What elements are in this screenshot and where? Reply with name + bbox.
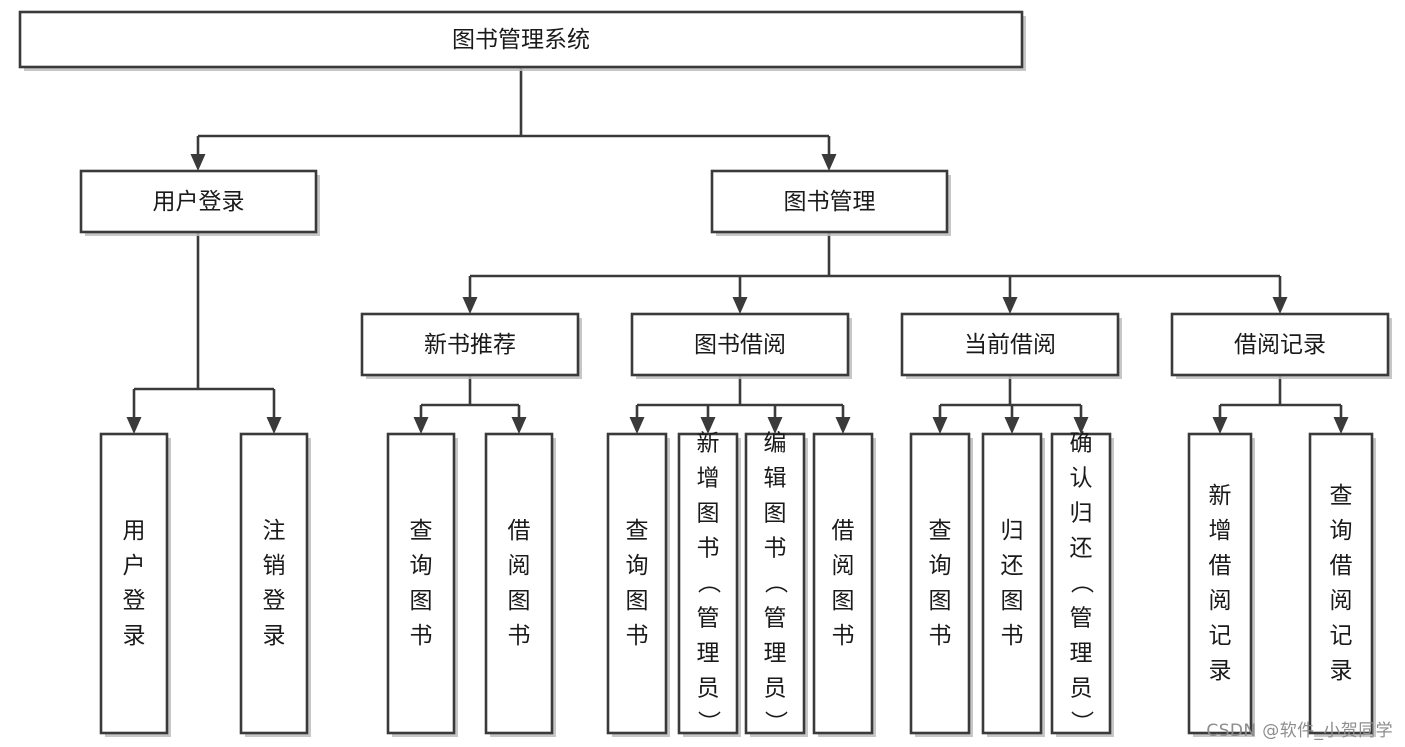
- node-leaf-query-book-current[interactable]: 查询图书: [909, 432, 973, 737]
- arrow-head-icon: [700, 417, 716, 434]
- connector-user-login-to-leaves: [126, 232, 282, 434]
- node-label: 图书借阅: [694, 332, 786, 358]
- node-leaf-add-borrow-record[interactable]: 新增借阅记录: [1187, 432, 1255, 737]
- node-rect[interactable]: [744, 432, 806, 735]
- node-layer: 图书管理系统用户登录图书管理新书推荐图书借阅当前借阅借阅记录用户登录注销登录查询…: [18, 10, 1392, 737]
- node-rect[interactable]: [677, 432, 739, 735]
- node-rect[interactable]: [1308, 432, 1374, 735]
- node-label: 查询借阅记录: [1330, 483, 1353, 684]
- node-root[interactable]: 图书管理系统: [18, 10, 1026, 71]
- node-label: 借阅图书: [508, 518, 531, 649]
- node-rect[interactable]: [981, 432, 1043, 735]
- node-new-book-recommend[interactable]: 新书推荐: [360, 312, 582, 379]
- node-rect[interactable]: [99, 432, 169, 735]
- node-label: 查询图书: [410, 518, 433, 649]
- node-current-borrow[interactable]: 当前借阅: [900, 312, 1122, 379]
- node-rect[interactable]: [909, 432, 971, 735]
- node-rect[interactable]: [79, 169, 318, 234]
- arrow-head-icon: [462, 297, 478, 314]
- node-rect[interactable]: [239, 432, 309, 735]
- node-leaf-query-book-borrow[interactable]: 查询图书: [606, 432, 670, 737]
- arrow-head-icon: [1333, 417, 1349, 434]
- arrow-head-icon: [629, 417, 645, 434]
- node-book-borrow[interactable]: 图书借阅: [630, 312, 852, 379]
- node-user-login[interactable]: 用户登录: [79, 169, 320, 236]
- arrow-head-icon: [1212, 417, 1228, 434]
- node-label: 确认归还（管理员）: [1070, 430, 1095, 736]
- node-rect[interactable]: [386, 432, 456, 735]
- connector-layer: [126, 67, 1349, 434]
- node-label: 查询图书: [929, 518, 952, 649]
- arrow-head-icon: [1004, 417, 1020, 434]
- node-rect[interactable]: [1187, 432, 1253, 735]
- arrow-head-icon: [732, 297, 748, 314]
- node-label: 查询图书: [626, 518, 649, 649]
- node-label: 新书推荐: [424, 332, 516, 358]
- connector-new-book-recommend-to-leaves: [413, 375, 527, 434]
- node-rect[interactable]: [710, 169, 949, 234]
- node-rect[interactable]: [812, 432, 874, 735]
- connector-book-management-to-level3: [462, 232, 1288, 314]
- node-leaf-query-book-recommend[interactable]: 查询图书: [386, 432, 458, 737]
- arrow-head-icon: [190, 154, 206, 171]
- connector-current-borrow-to-leaves: [932, 375, 1089, 434]
- node-leaf-confirm-return-admin[interactable]: 确认归还（管理员）: [1050, 430, 1114, 737]
- arrow-head-icon: [767, 417, 783, 434]
- node-label: 借阅记录: [1234, 332, 1326, 358]
- node-rect[interactable]: [630, 312, 850, 377]
- node-label: 用户登录: [153, 189, 245, 215]
- arrow-head-icon: [126, 417, 142, 434]
- node-rect[interactable]: [18, 10, 1024, 69]
- node-label: 用户登录: [123, 518, 146, 649]
- arrow-head-icon: [1272, 297, 1288, 314]
- arrow-head-icon: [266, 417, 282, 434]
- node-label: 图书管理系统: [452, 27, 590, 53]
- node-rect[interactable]: [606, 432, 668, 735]
- node-rect[interactable]: [1170, 312, 1390, 377]
- node-label: 编辑图书（管理员）: [764, 430, 789, 736]
- connector-borrow-record-to-leaves: [1212, 375, 1349, 434]
- node-rect[interactable]: [484, 432, 554, 735]
- node-label: 归还图书: [1001, 518, 1024, 649]
- arrow-head-icon: [413, 417, 429, 434]
- node-leaf-logout[interactable]: 注销登录: [239, 432, 311, 737]
- node-leaf-query-borrow-record[interactable]: 查询借阅记录: [1308, 432, 1376, 737]
- node-rect[interactable]: [900, 312, 1120, 377]
- node-rect[interactable]: [1050, 432, 1112, 735]
- node-leaf-borrow-book[interactable]: 借阅图书: [812, 432, 876, 737]
- arrow-head-icon: [1073, 417, 1089, 434]
- node-leaf-borrow-book-recommend[interactable]: 借阅图书: [484, 432, 556, 737]
- node-borrow-record[interactable]: 借阅记录: [1170, 312, 1392, 379]
- node-leaf-edit-book-admin[interactable]: 编辑图书（管理员）: [744, 430, 808, 737]
- arrow-head-icon: [932, 417, 948, 434]
- connector-root-to-level2: [190, 67, 837, 171]
- arrow-head-icon: [835, 417, 851, 434]
- arrow-head-icon: [821, 154, 837, 171]
- node-label: 注销登录: [263, 518, 286, 649]
- connector-book-borrow-to-leaves: [629, 375, 851, 434]
- node-label: 图书管理: [784, 189, 876, 215]
- node-rect[interactable]: [360, 312, 580, 377]
- node-leaf-add-book-admin[interactable]: 新增图书（管理员）: [677, 430, 741, 737]
- node-label: 新增借阅记录: [1209, 483, 1232, 684]
- node-leaf-user-login[interactable]: 用户登录: [99, 432, 171, 737]
- node-label: 当前借阅: [964, 332, 1056, 358]
- node-leaf-return-book[interactable]: 归还图书: [981, 432, 1045, 737]
- node-label: 新增图书（管理员）: [697, 430, 722, 736]
- arrow-head-icon: [511, 417, 527, 434]
- arrow-head-icon: [1002, 297, 1018, 314]
- node-label: 借阅图书: [832, 518, 855, 649]
- node-book-management[interactable]: 图书管理: [710, 169, 951, 236]
